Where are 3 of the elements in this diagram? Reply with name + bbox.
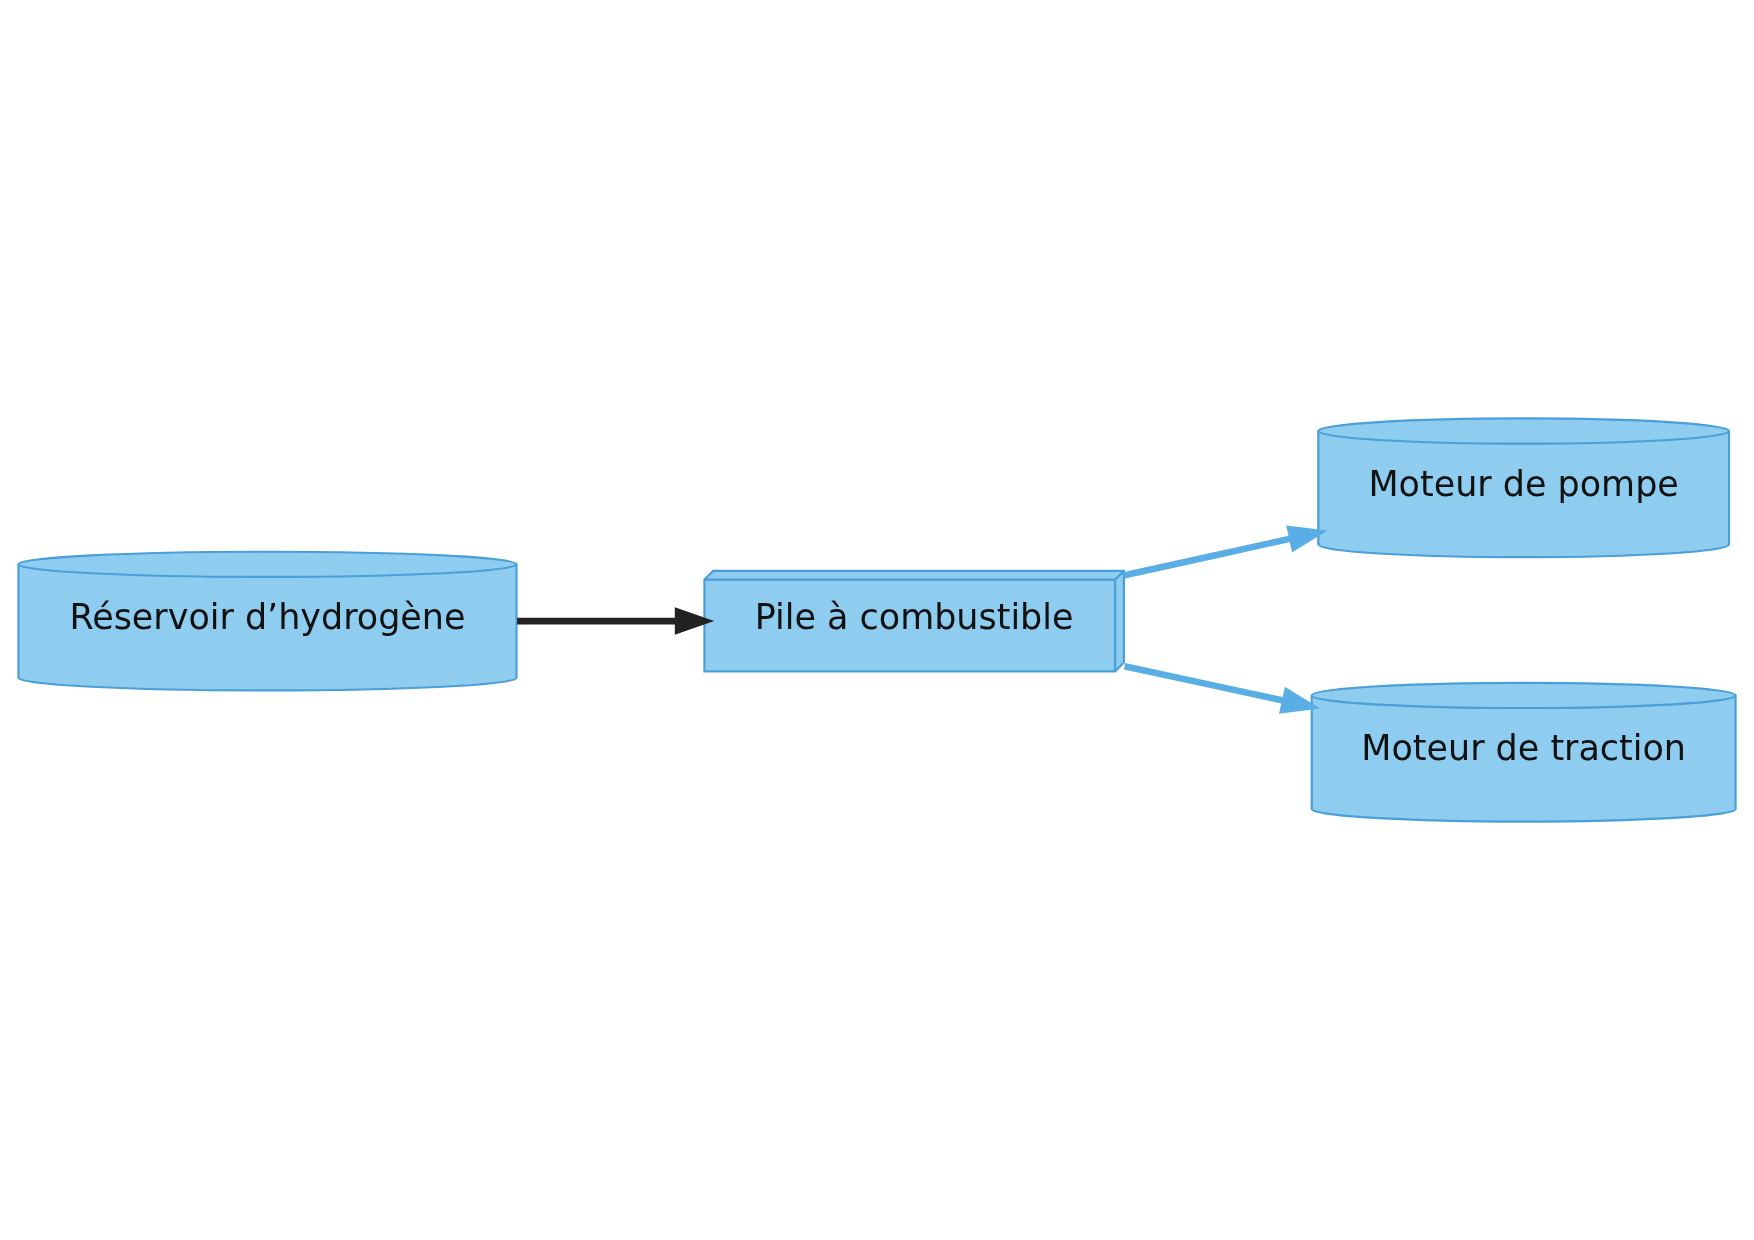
arrow bbox=[1123, 663, 1321, 714]
arrow bbox=[517, 607, 715, 635]
arrow bbox=[1123, 525, 1328, 579]
